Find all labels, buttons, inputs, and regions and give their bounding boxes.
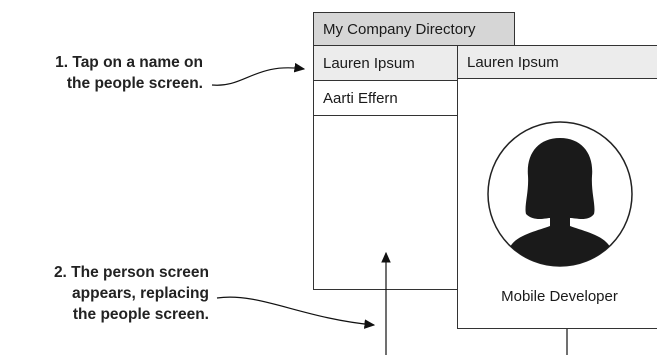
person-role: Mobile Developer xyxy=(501,288,618,305)
step-2-annotation: 2. The person screen appears, replacing … xyxy=(53,264,209,323)
avatar xyxy=(487,121,633,267)
arrow-step-2 xyxy=(216,296,376,329)
person-screen-name-bar: Lauren Ipsum xyxy=(458,46,657,79)
arrow-step-1 xyxy=(211,62,306,86)
step-1-annotation: 1. Tap on a name on the people screen. xyxy=(55,54,203,92)
person-screen: Lauren Ipsum Mobile Developer xyxy=(457,45,657,329)
people-screen-title: My Company Directory xyxy=(314,13,514,46)
